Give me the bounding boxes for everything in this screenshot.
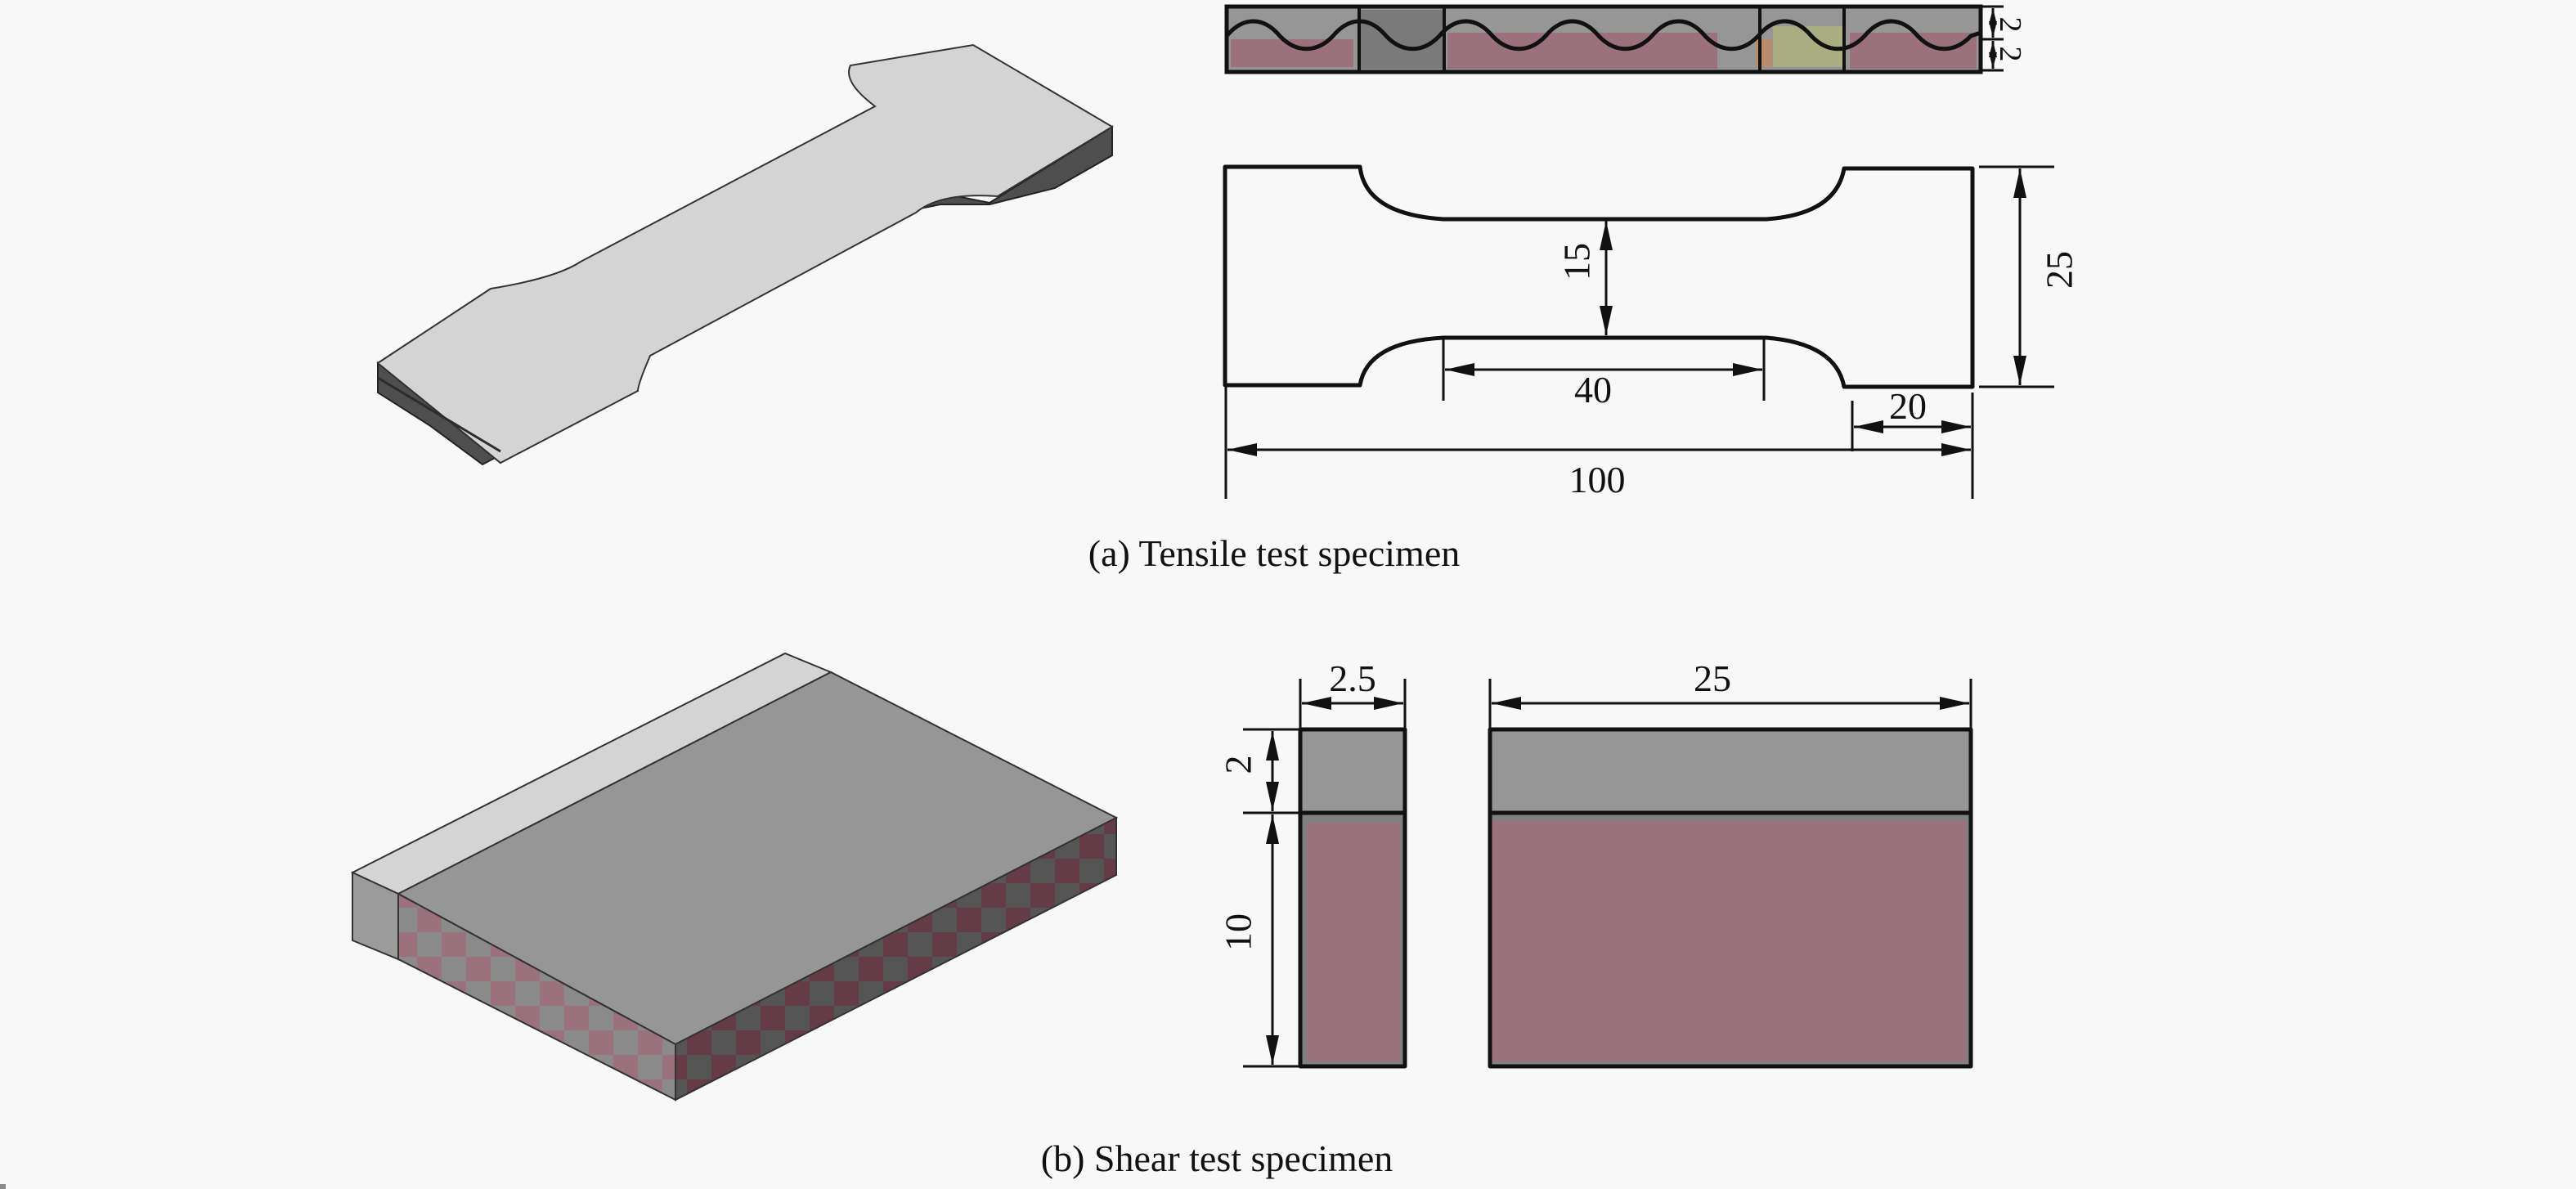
mauve-block [1850,33,1977,69]
dim-grip-length: 20 [1889,385,1927,427]
shear-3d-right-face [675,816,1117,1102]
corner-artifact [0,1184,6,1189]
dim-overall-length: 100 [1569,459,1626,500]
shear-front-bottom-layer [1490,821,1966,1061]
shear-side-bottom-layer [1307,823,1400,1061]
dim-shear-thickness: 2.5 [1329,657,1376,699]
caption-panel-b: (b) Shear test specimen [1041,1137,1393,1179]
dogbone-outline [1223,164,1975,389]
shear-front-top-layer [1490,729,1971,811]
shear-side-top-layer [1300,729,1405,811]
shear-specimen-3d-view [350,652,1119,1102]
dim-layer-bottom-thickness: 2 [1993,47,2027,62]
tensile-specimen-2d-drawing: 15 25 40 20 100 [1223,164,2080,500]
dim-overall-width: 25 [2039,251,2080,289]
shear-specimen-side-section: 2.5 2 10 [1218,657,1407,1069]
dark-grey-block [1358,10,1444,69]
tensile-specimen-3d-view [376,43,1114,466]
dim-bottom-layer-height: 10 [1218,913,1259,951]
dim-layer-top-thickness: 2 [1993,17,2027,33]
dim-gauge-width: 15 [1556,243,1598,280]
caption-panel-a: (a) Tensile test specimen [1088,532,1461,574]
wavy-interface-line [1225,19,1981,52]
dim-top-layer-height: 2 [1218,756,1259,774]
dim-gauge-length: 40 [1574,369,1612,411]
tensile-3d-top-face [376,43,1114,464]
dim-shear-width: 25 [1694,657,1731,699]
mauve-block [1447,33,1717,69]
shear-specimen-front-section: 25 [1488,657,1973,1069]
tensile-3d-layer-line [377,376,501,453]
tensile-layer-section-view: 2 2 [1224,4,2027,74]
